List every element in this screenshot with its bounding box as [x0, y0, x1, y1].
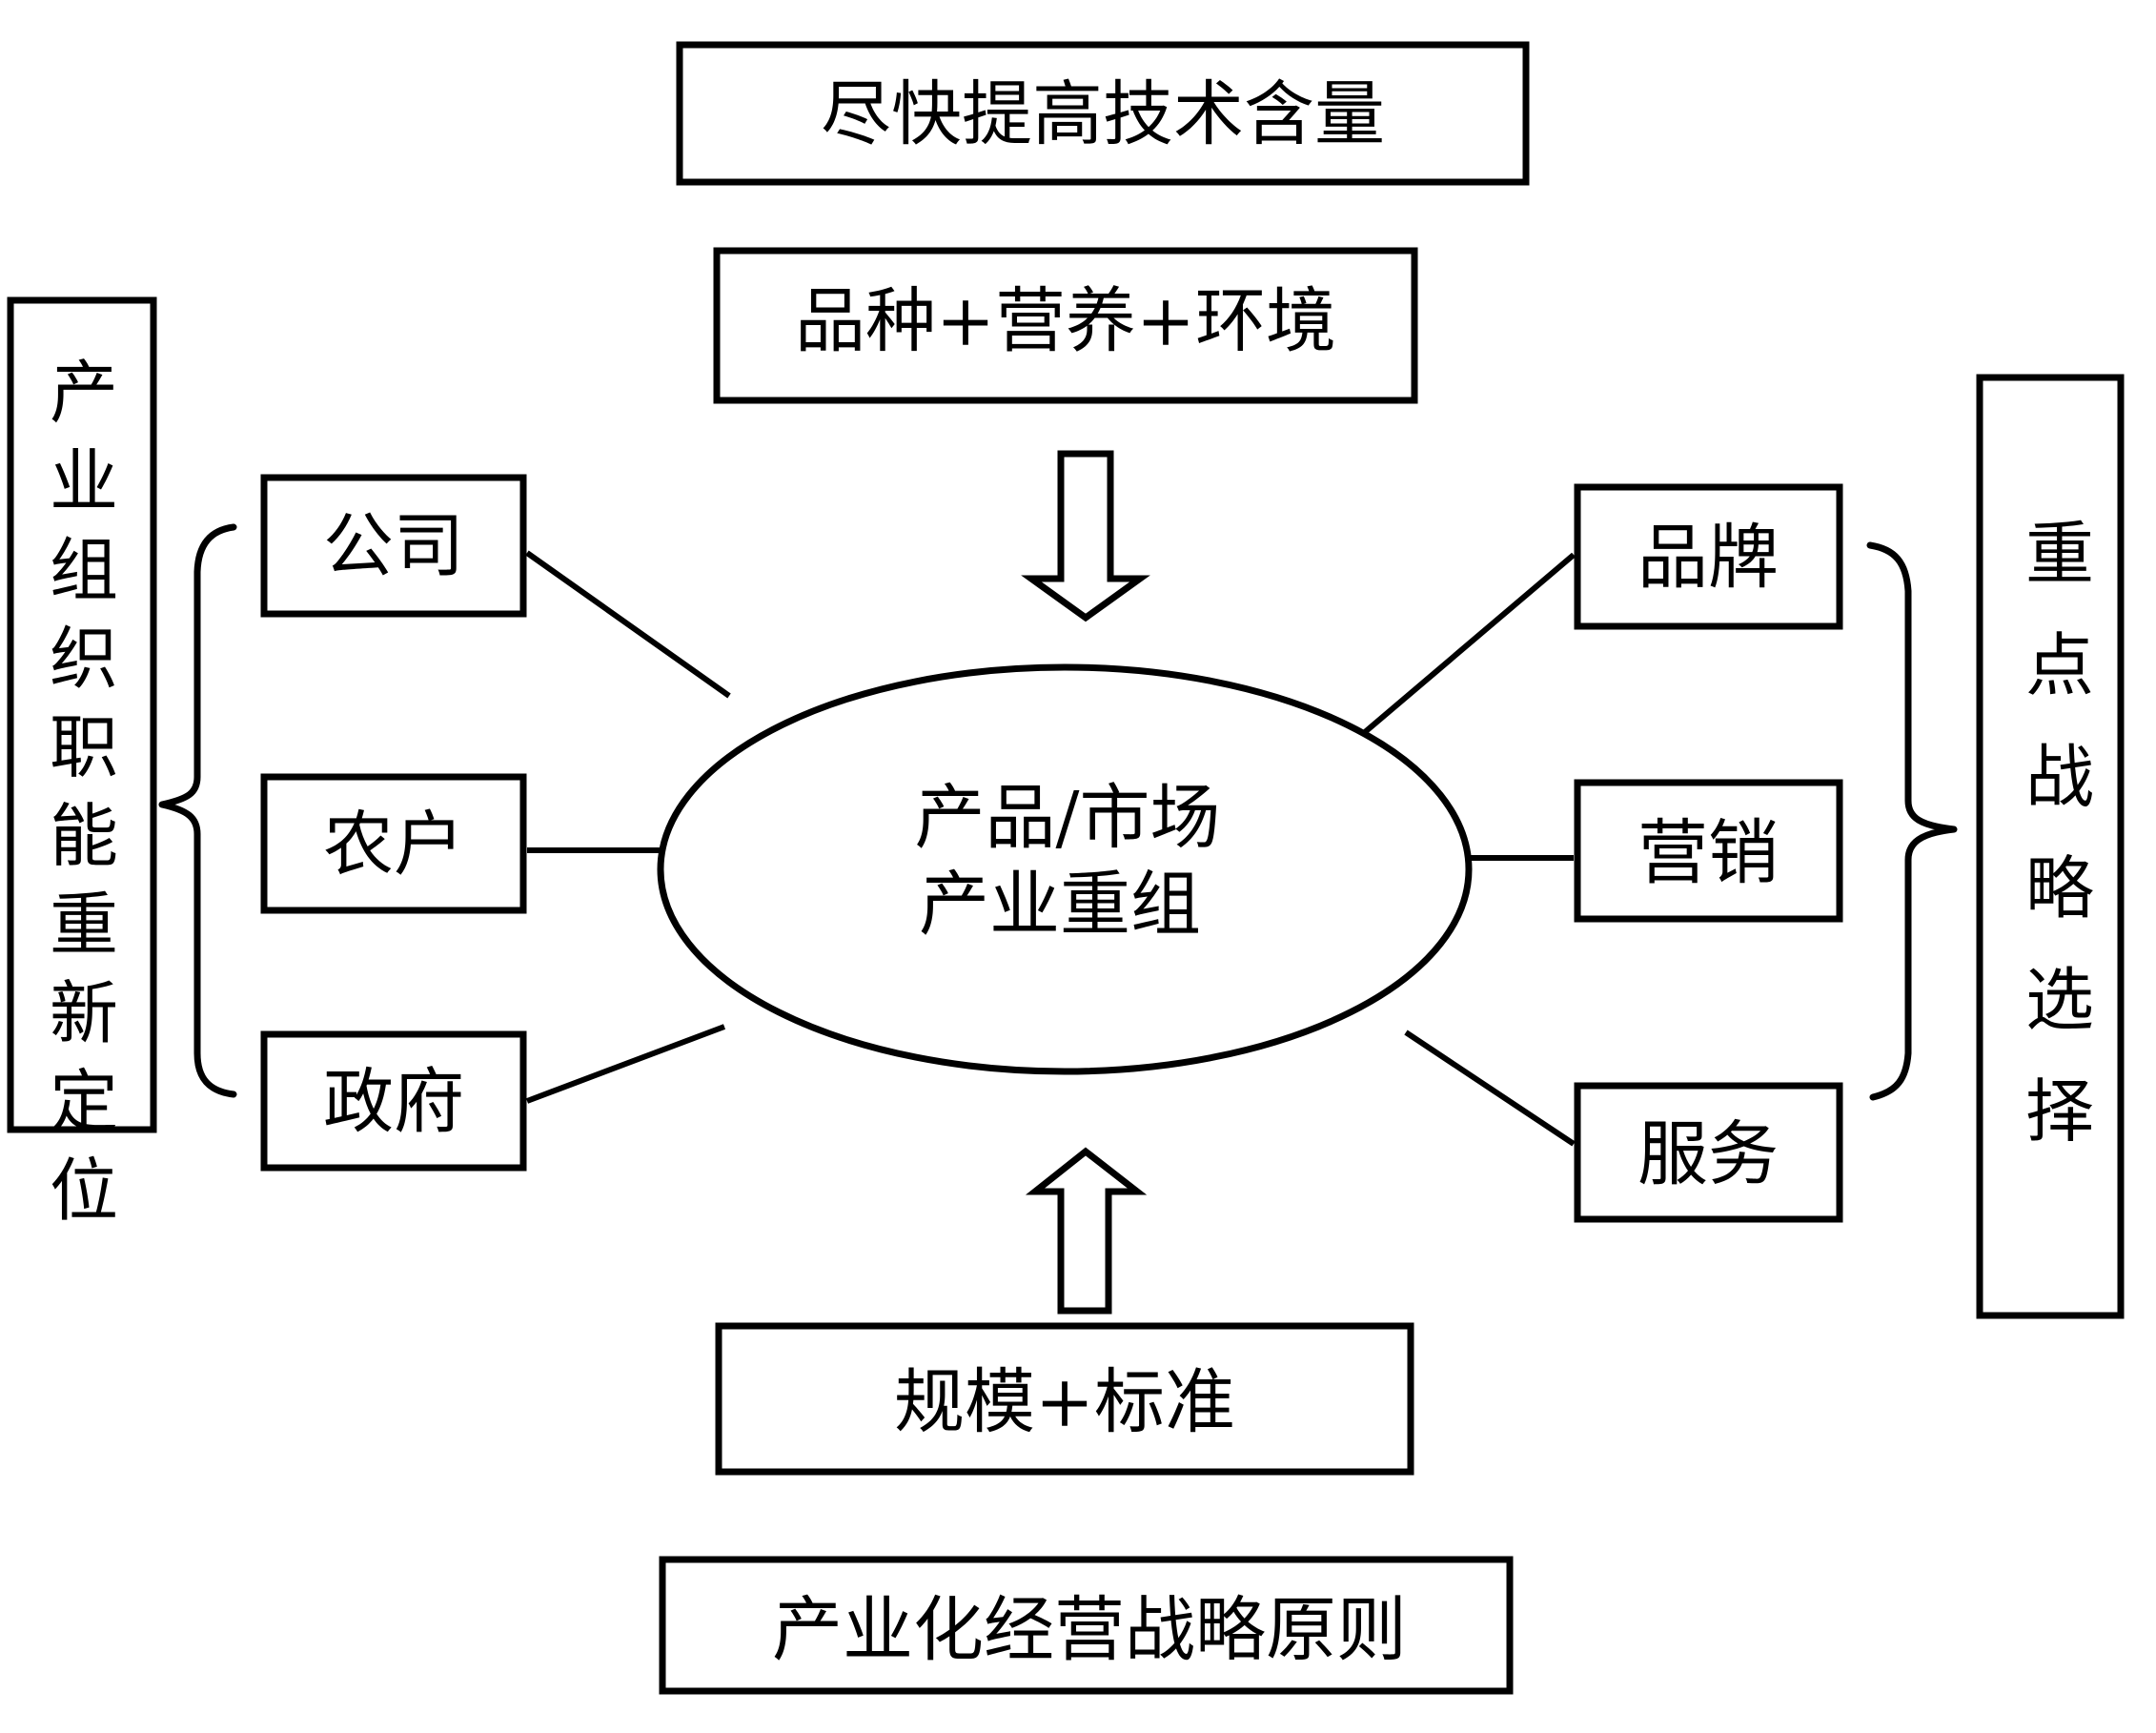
brand-connector [1363, 552, 1576, 735]
company-label: 公司 [323, 505, 464, 587]
variety-nutrition-environment-box: 品种+营养+环境 [713, 247, 1418, 404]
service-connector [1404, 1030, 1576, 1147]
left-brace [158, 523, 237, 1098]
up-arrow-icon [1025, 1147, 1148, 1315]
center-label-line2: 产业重组 [919, 864, 1201, 946]
vertical-label-char: 择 [2025, 1071, 2094, 1152]
product-market-ellipse: 产品/市场 产业重组 [657, 663, 1473, 1075]
vertical-label-char: 职 [50, 707, 118, 787]
vertical-label-char: 选 [2025, 960, 2094, 1040]
tech-content-label: 尽快提高技术含量 [821, 73, 1385, 155]
brand-label: 品牌 [1637, 517, 1779, 599]
vertical-label-char: 定 [50, 1062, 118, 1142]
down-arrow-icon [1021, 450, 1150, 622]
strategy-principle-box: 产业化经营战略原则 [659, 1556, 1514, 1695]
right-node-brand: 品牌 [1574, 483, 1843, 630]
right-node-service: 服务 [1574, 1082, 1843, 1223]
left-node-company: 公司 [260, 474, 527, 618]
left-node-farmers: 农户 [260, 773, 527, 914]
vertical-label-char: 战 [2025, 737, 2094, 817]
vertical-label-char: 位 [50, 1151, 118, 1231]
variety-nutrition-environment-label: 品种+营养+环境 [795, 280, 1336, 362]
government-connector [525, 1024, 726, 1104]
right-brace [1866, 541, 1958, 1101]
service-label: 服务 [1637, 1113, 1779, 1195]
company-connector [525, 550, 731, 699]
tech-content-box: 尽快提高技术含量 [676, 41, 1530, 186]
right-node-marketing: 营销 [1574, 779, 1843, 923]
scale-standard-label: 规模+标准 [894, 1361, 1235, 1443]
vertical-label-char: 重 [50, 885, 118, 965]
left-node-government: 政府 [260, 1030, 527, 1172]
vertical-label-char: 业 [50, 441, 118, 521]
vertical-label-char: 点 [2025, 625, 2094, 705]
scale-standard-box: 规模+标准 [715, 1322, 1414, 1476]
marketing-label: 营销 [1637, 812, 1779, 894]
farmers-label: 农户 [323, 804, 464, 886]
strategy-principle-label: 产业化经营战略原则 [772, 1589, 1407, 1671]
vertical-label-char: 产 [50, 353, 118, 433]
vertical-label-char: 重 [2025, 514, 2094, 594]
vertical-label-char: 组 [50, 530, 118, 610]
vertical-label-char: 略 [2025, 848, 2094, 928]
vertical-label-char: 织 [50, 619, 118, 699]
vertical-label-char: 能 [50, 796, 118, 876]
vertical-label-char: 新 [50, 973, 118, 1053]
government-label: 政府 [323, 1061, 464, 1143]
center-label-line1: 产品/市场 [915, 777, 1221, 859]
